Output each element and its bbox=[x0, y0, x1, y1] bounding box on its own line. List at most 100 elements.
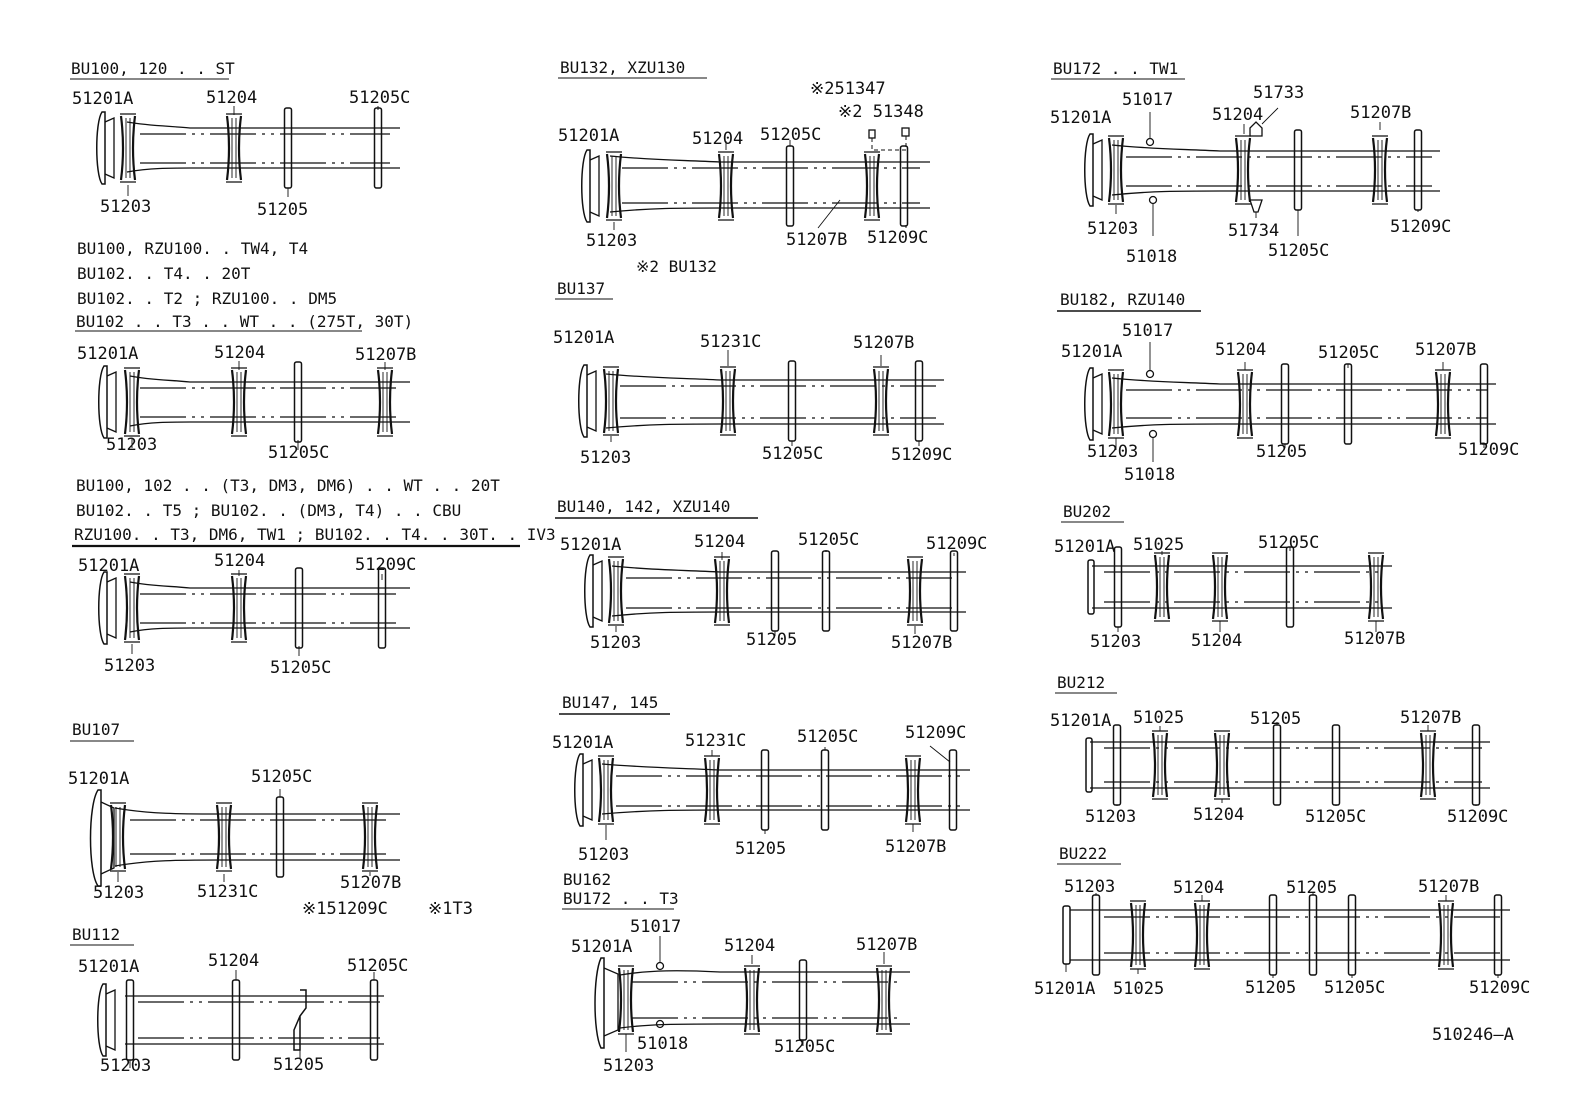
part-label: 51207B bbox=[885, 837, 946, 857]
part-label: 51209C bbox=[926, 534, 987, 554]
note: ※2 BU132 bbox=[636, 257, 717, 276]
part-label: 51205 bbox=[273, 1055, 324, 1075]
block-title: BU102. . T4. . 20T bbox=[77, 264, 251, 283]
part-label: 51025 bbox=[1133, 708, 1184, 728]
part-label: 51201A bbox=[78, 957, 139, 977]
part-label: 51201A bbox=[78, 556, 139, 576]
part-label: 51203 bbox=[106, 435, 157, 455]
block-title: BU182, RZU140 bbox=[1060, 290, 1185, 309]
part-label: 51207B bbox=[1400, 708, 1461, 728]
part-label: 51204 bbox=[1215, 340, 1266, 360]
part-label: 51207B bbox=[786, 230, 847, 250]
part-label: 51209C bbox=[867, 228, 928, 248]
part-label: 51201A bbox=[72, 89, 133, 109]
part-label: 51205C bbox=[798, 530, 859, 550]
part-label: 51017 bbox=[630, 917, 681, 937]
block-bu212: BU212 51201A 51025 51205 51207B 51203 51… bbox=[1050, 673, 1508, 827]
part-label: 51203 bbox=[1087, 442, 1138, 462]
part-label: 51017 bbox=[1122, 90, 1173, 110]
part-label: 51201A bbox=[68, 769, 129, 789]
block-title: BU172 . . TW1 bbox=[1053, 59, 1178, 78]
part-label: 51207B bbox=[891, 633, 952, 653]
part-label: 51205C bbox=[251, 767, 312, 787]
block-bu100-tw4: BU100, RZU100. . TW4, T4 BU102. . T4. . … bbox=[75, 239, 416, 463]
part-label: 51204 bbox=[694, 532, 745, 552]
block-title: BU102 . . T3 . . WT . . (275T, 30T) bbox=[76, 312, 413, 331]
note: ※1T3 bbox=[428, 899, 473, 919]
block-bu112: BU112 51201A 51204 51205C 51203 51205 bbox=[70, 925, 408, 1076]
part-label: 51209C bbox=[891, 445, 952, 465]
block-title: BU137 bbox=[557, 279, 605, 298]
part-label: ※251347 bbox=[810, 79, 886, 99]
part-label: 51205C bbox=[1324, 978, 1385, 998]
block-bu107: BU107 51201A 51205C 51203 51231C 51207B … bbox=[68, 720, 473, 919]
part-label: 51207B bbox=[1350, 103, 1411, 123]
part-label: ※2 51348 bbox=[838, 102, 924, 122]
block-bu202: BU202 51201A 51025 51205C 51203 51204 51… bbox=[1054, 502, 1405, 652]
part-label: 51205C bbox=[270, 658, 331, 678]
part-label: 51205 bbox=[1250, 709, 1301, 729]
part-label: 51203 bbox=[1064, 877, 1115, 897]
part-label: 51203 bbox=[104, 656, 155, 676]
part-label: 51204 bbox=[1212, 105, 1263, 125]
part-label: 51204 bbox=[1191, 631, 1242, 651]
part-label: 51203 bbox=[590, 633, 641, 653]
block-bu162: BU162 BU172 . . T3 51017 51201A 51204 51… bbox=[562, 870, 917, 1076]
block-title: RZU100. . T3, DM6, TW1 ; BU102. . T4. . … bbox=[74, 525, 556, 544]
block-bu182: BU182, RZU140 51017 51201A 51204 51205C … bbox=[1057, 290, 1519, 485]
block-title: BU202 bbox=[1063, 502, 1111, 521]
block-title: BU132, XZU130 bbox=[560, 58, 685, 77]
part-label: 51209C bbox=[1447, 807, 1508, 827]
part-label: 51734 bbox=[1228, 221, 1279, 241]
part-label: 51205 bbox=[1256, 442, 1307, 462]
block-bu132: BU132, XZU130 ※251347 ※2 51348 51201A 51… bbox=[558, 58, 930, 276]
block-title: BU100, 102 . . (T3, DM3, DM6) . . WT . .… bbox=[76, 476, 500, 495]
part-label: 51203 bbox=[93, 883, 144, 903]
part-label: 51017 bbox=[1122, 321, 1173, 341]
block-title: BU102. . T2 ; RZU100. . DM5 bbox=[77, 289, 337, 308]
part-label: 51201A bbox=[1034, 979, 1095, 999]
block-title: BU140, 142, XZU140 bbox=[557, 497, 730, 516]
part-label: 51733 bbox=[1253, 83, 1304, 103]
part-label: 51205C bbox=[347, 956, 408, 976]
part-label: 51204 bbox=[692, 129, 743, 149]
part-label: 51231C bbox=[197, 882, 258, 902]
block-title: BU162 bbox=[563, 870, 611, 889]
block-bu100-wt-20t: BU100, 102 . . (T3, DM3, DM6) . . WT . .… bbox=[72, 476, 556, 678]
part-label: 51209C bbox=[355, 555, 416, 575]
part-label: 51205C bbox=[268, 443, 329, 463]
part-label: 51231C bbox=[700, 332, 761, 352]
part-label: 51231C bbox=[685, 731, 746, 751]
part-label: 51018 bbox=[637, 1034, 688, 1054]
part-label: 51205C bbox=[1318, 343, 1379, 363]
part-label: 51205C bbox=[774, 1037, 835, 1057]
note: ※151209C bbox=[302, 899, 388, 919]
part-label: 51203 bbox=[580, 448, 631, 468]
part-label: 51204 bbox=[1173, 878, 1224, 898]
part-label: 51204 bbox=[1193, 805, 1244, 825]
part-label: 51201A bbox=[571, 937, 632, 957]
part-label: 51203 bbox=[100, 197, 151, 217]
part-label: 51205 bbox=[257, 200, 308, 220]
part-label: 51201A bbox=[558, 126, 619, 146]
part-label: 51201A bbox=[1050, 711, 1111, 731]
part-label: 51018 bbox=[1126, 247, 1177, 267]
part-label: 51201A bbox=[1054, 537, 1115, 557]
block-bu172-tw1: BU172 . . TW1 51733 51017 51201A 51204 5… bbox=[1050, 59, 1451, 267]
part-label: 51205C bbox=[1305, 807, 1366, 827]
part-label: 51205 bbox=[1286, 878, 1337, 898]
part-label: 51205 bbox=[735, 839, 786, 859]
part-label: 51207B bbox=[355, 345, 416, 365]
block-title: BU100, RZU100. . TW4, T4 bbox=[77, 239, 308, 258]
part-label: 51203 bbox=[100, 1056, 151, 1076]
part-label: 51207B bbox=[1344, 629, 1405, 649]
part-label: 51201A bbox=[1061, 342, 1122, 362]
part-label: 51205 bbox=[746, 630, 797, 650]
part-label: 51207B bbox=[1415, 340, 1476, 360]
part-label: 51209C bbox=[1390, 217, 1451, 237]
part-label: 51201A bbox=[1050, 108, 1111, 128]
part-label: 51203 bbox=[1087, 219, 1138, 239]
part-label: 51203 bbox=[586, 231, 637, 251]
part-label: 51207B bbox=[856, 935, 917, 955]
part-label: 51025 bbox=[1133, 535, 1184, 555]
